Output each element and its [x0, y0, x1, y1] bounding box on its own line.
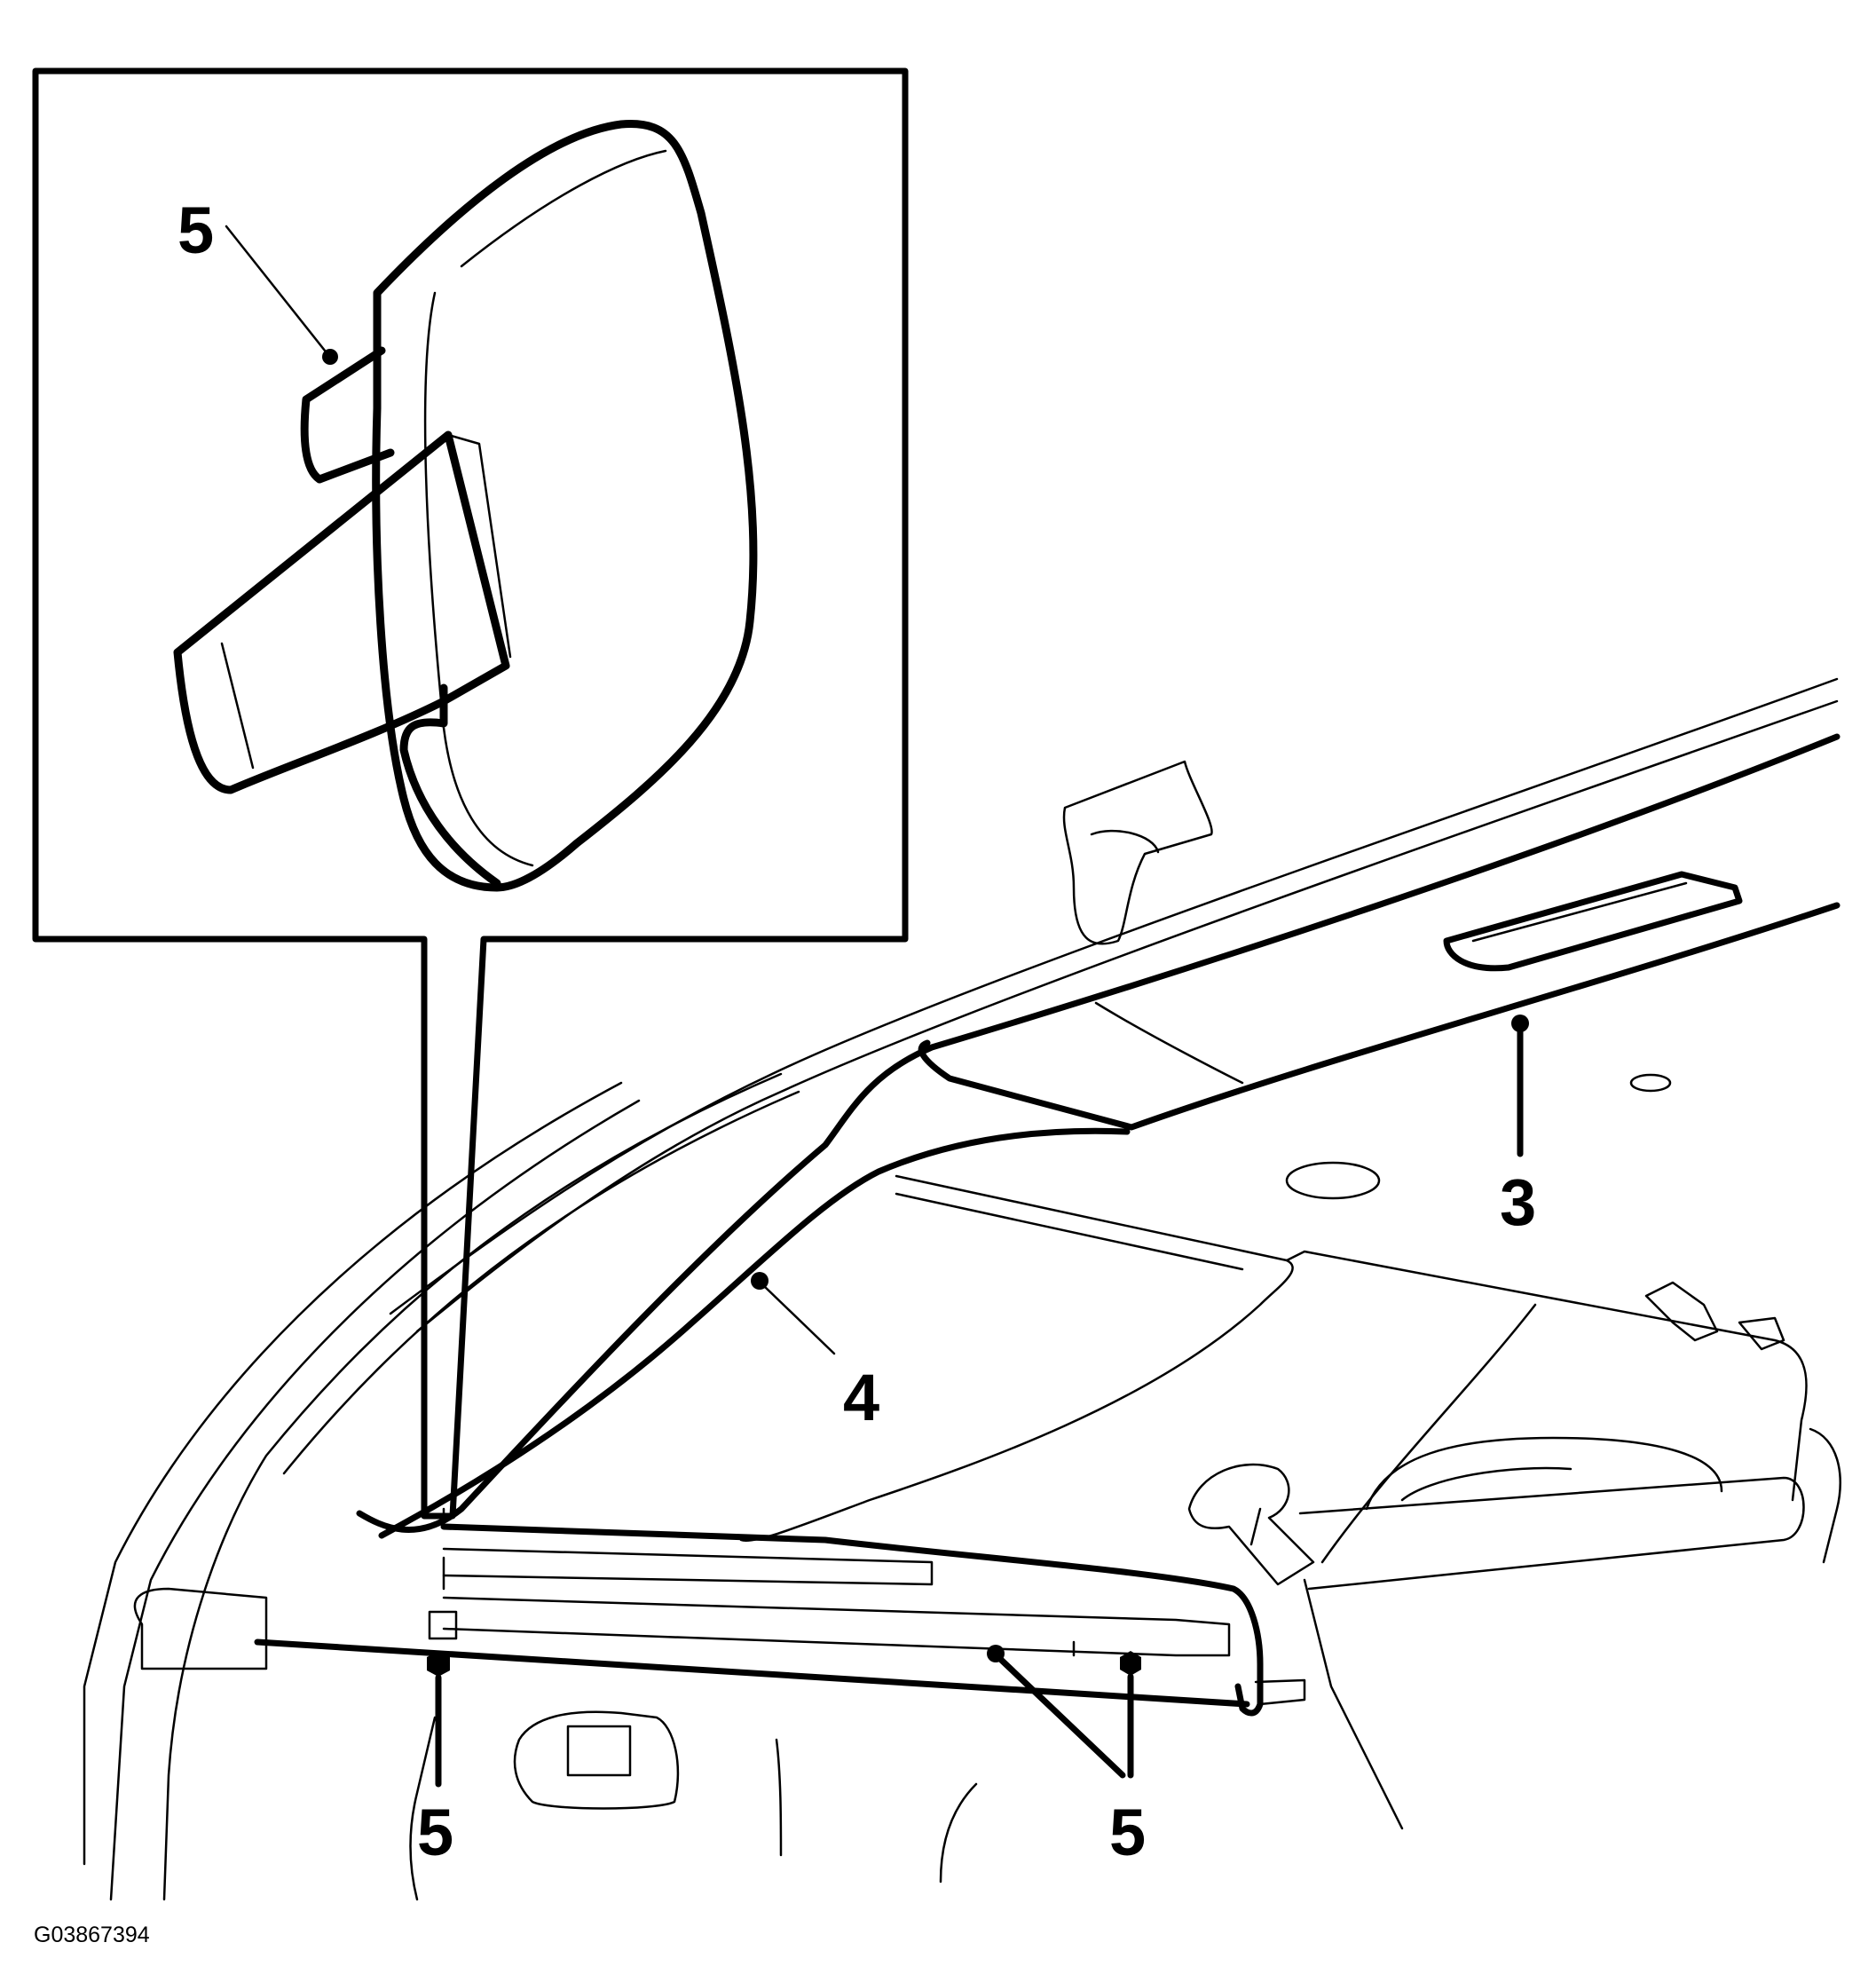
rear-view-mirror: [173, 120, 758, 892]
callout-3-dot: [1511, 1015, 1529, 1032]
figure-id: G03867394: [34, 1923, 150, 1947]
callout-4-label: 4: [843, 1361, 879, 1434]
callout-5-right-hex: [1120, 1651, 1141, 1676]
inset-leader-line: [225, 225, 330, 357]
callout-4-group: 4: [751, 1272, 879, 1434]
inset-leader-dot: [322, 349, 338, 365]
callout-3-group: 3: [1500, 1015, 1536, 1239]
callout-5-left-label: 5: [417, 1796, 453, 1869]
callout-5-inset: 5: [177, 193, 214, 267]
callout-3-label: 3: [1500, 1165, 1536, 1239]
callout-5-lower-right-group: 5: [987, 1645, 1146, 1869]
callout-5-right-label: 5: [1109, 1796, 1146, 1869]
callout-4-leader: [761, 1283, 836, 1355]
vehicle-interior: [83, 677, 1841, 1901]
callout-5-lower-left-group: 5: [417, 1651, 453, 1869]
inset-frame: [32, 67, 909, 1520]
callout-5-right-leader-a: [996, 1654, 1126, 1779]
callout-5-left-hex: [427, 1651, 450, 1677]
inset-view: 5: [32, 67, 909, 1520]
